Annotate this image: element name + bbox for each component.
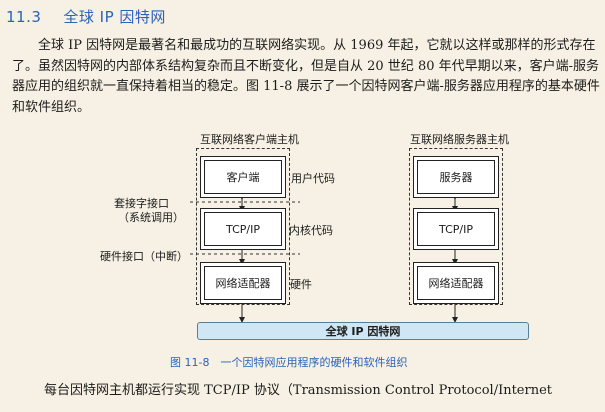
server-adapter-box: 网络适配器 (417, 266, 495, 300)
global-ip-internet-bar: 全球 IP 因特网 (197, 322, 529, 340)
client-tcpip-box: TCP/IP (204, 212, 282, 246)
client-adapter-box: 网络适配器 (204, 266, 282, 300)
client-host-title: 互联网络客户端主机 (200, 133, 299, 146)
hardware-interface-label: 硬件接口（中断） (100, 250, 188, 263)
user-code-label: 用户代码 (291, 172, 335, 185)
server-box: 服务器 (417, 160, 495, 194)
server-tcpip-box: TCP/IP (417, 212, 495, 246)
client-box: 客户端 (204, 160, 282, 194)
server-host-title: 互联网络服务器主机 (410, 133, 509, 146)
bottom-text: 每台因特网主机都运行实现 TCP/IP 协议（Transmission Cont… (44, 383, 553, 398)
intro-paragraph: 全球 IP 因特网是最著名和最成功的互联网络实现。从 1969 年起，它就以这样… (12, 38, 600, 115)
socket-interface-note: （系统调用） (118, 211, 184, 224)
section-title: 全球 IP 因特网 (63, 8, 166, 26)
section-number: 11.3 (6, 8, 42, 26)
hardware-label: 硬件 (290, 278, 312, 291)
figure-caption: 图 11-8 一个因特网应用程序的硬件和软件组织 (170, 356, 408, 369)
socket-interface-label: 套接字接口 (114, 197, 169, 210)
section-heading: 11.3 全球 IP 因特网 (6, 6, 166, 27)
kernel-code-label: 内核代码 (289, 224, 333, 237)
